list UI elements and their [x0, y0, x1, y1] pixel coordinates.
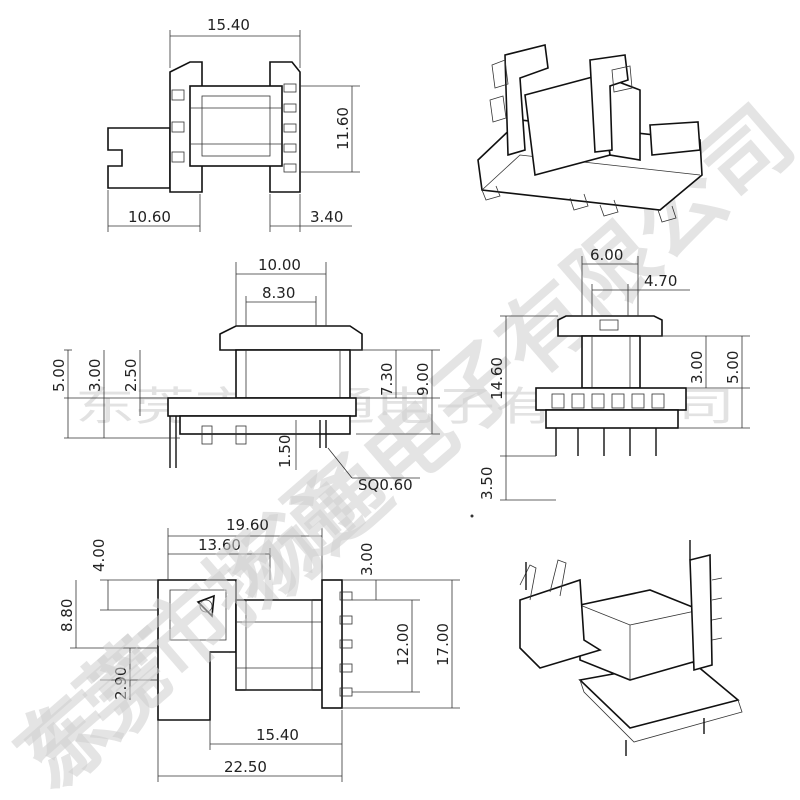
- dim-front-h-9: 9.00: [414, 363, 432, 396]
- side-view-teeth: [551, 393, 665, 409]
- dim-side-h-35: 3.50: [478, 467, 496, 500]
- dim-bottom-w-225: 22.50: [224, 758, 267, 776]
- dim-top-tail: 10.60: [128, 208, 171, 226]
- dim-front-outer-width: 10.00: [258, 256, 301, 274]
- top-view: 15.40 11.60 10.60 3.40: [107, 16, 360, 232]
- dim-bottom-h-12: 12.00: [394, 623, 412, 666]
- iso2-flange-teeth: [711, 577, 723, 641]
- dim-top-width: 15.40: [207, 16, 250, 34]
- dim-top-pin-offset: 3.40: [310, 208, 343, 226]
- dim-bottom-w-154: 15.40: [256, 726, 299, 744]
- dim-bottom-h-88: 8.80: [58, 599, 76, 632]
- dim-bottom-w-136: 13.60: [198, 536, 241, 554]
- dim-bottom-h-3: 3.00: [358, 543, 376, 576]
- polarity-mark: [196, 594, 215, 618]
- dim-bottom-h-17: 17.00: [434, 623, 452, 666]
- side-view: 6.00 4.70 14.60 3.50 3.00 5.00: [478, 246, 750, 501]
- dim-front-h-5: 5.00: [50, 359, 68, 392]
- top-view-core: [189, 85, 283, 167]
- dim-side-w-47: 4.70: [644, 272, 677, 290]
- dim-top-height: 11.60: [334, 107, 352, 150]
- bottom-view: 19.60 13.60 4.00 8.80 2.90 3.00 12.00 17…: [58, 516, 460, 782]
- dim-side-w-6: 6.00: [590, 246, 623, 264]
- front-view: 10.00 8.30 5.00 3.00 2.50 7.30 9.00 1.50…: [50, 256, 440, 494]
- dim-front-h-73: 7.30: [378, 363, 396, 396]
- dim-front-pin-sq: SQ0.60: [358, 476, 413, 494]
- top-view-pins: [171, 83, 297, 173]
- dim-front-pin-15: 1.50: [276, 435, 294, 468]
- side-view-pins: [555, 428, 657, 456]
- dim-bottom-w-196: 19.60: [226, 516, 269, 534]
- dim-side-h-146: 14.60: [488, 357, 506, 400]
- dim-front-h-3: 3.00: [86, 359, 104, 392]
- top-view-tail: [107, 127, 171, 189]
- dim-front-h-25: 2.50: [122, 359, 140, 392]
- dim-side-h-5: 5.00: [724, 351, 742, 384]
- dim-front-inner-width: 8.30: [262, 284, 295, 302]
- front-view-pins: [169, 416, 327, 468]
- isometric-view-1: [477, 44, 703, 223]
- dim-bottom-h-4: 4.00: [90, 539, 108, 572]
- dim-side-h-3: 3.00: [688, 351, 706, 384]
- dim-bottom-h-29: 2.90: [112, 667, 130, 700]
- isometric-view-2: [519, 540, 743, 756]
